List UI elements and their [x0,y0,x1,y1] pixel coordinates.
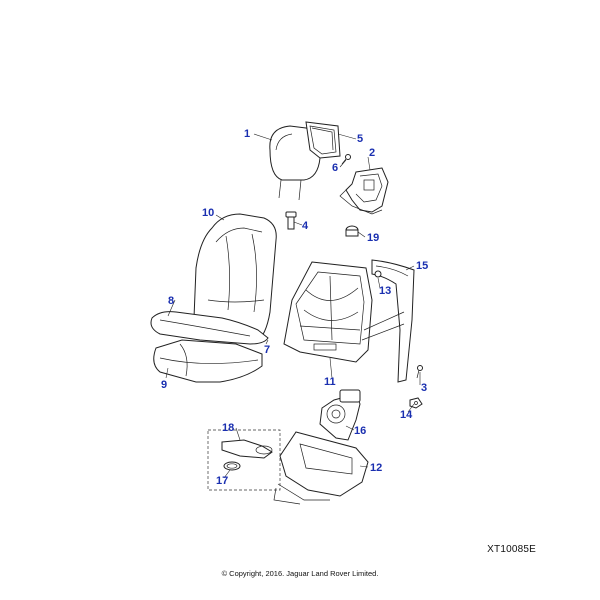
drawing-reference: XT10085E [487,544,536,555]
part-6-screw[interactable] [341,154,351,165]
part-2-mechanism[interactable] [339,167,389,215]
part-10-backrest-cover[interactable] [193,213,277,343]
callout-13: 13 [379,285,391,297]
callout-2: 2 [369,147,375,159]
leader-lines [165,133,421,479]
part-16-actuator[interactable] [319,389,361,441]
callout-16: 16 [354,425,366,437]
callout-14: 14 [400,409,413,421]
callout-7: 7 [264,344,270,356]
callout-12: 12 [370,462,382,474]
callout-10: 10 [202,207,214,219]
callout-5: 5 [357,133,363,145]
callout-labels: 1 2 3 4 5 6 7 8 9 10 11 12 13 14 15 16 1… [161,128,428,487]
callout-19: 19 [367,232,379,244]
callout-18: 18 [222,422,234,434]
part-17-ring[interactable] [223,461,241,471]
copyright-notice: © Copyright, 2016. Jaguar Land Rover Lim… [221,569,379,578]
part-19-knob[interactable] [345,225,359,237]
part-4-guide-pin[interactable] [285,211,297,230]
part-12-seat-base[interactable] [273,431,369,505]
part-3-screw[interactable] [416,365,423,379]
part-13-clip[interactable] [374,270,382,278]
callout-17: 17 [216,475,228,487]
callout-4: 4 [302,220,309,232]
part-5-trim-panel[interactable] [305,121,341,159]
callout-3: 3 [421,382,427,394]
part-9-cushion-pad[interactable] [153,339,263,383]
group-17-18-box [207,429,281,491]
callout-8: 8 [168,295,174,307]
part-18-lever-assembly[interactable] [221,439,273,459]
callout-6: 6 [332,162,338,174]
part-11-backrest-frame[interactable] [283,261,373,363]
callout-11: 11 [324,376,336,388]
callout-1: 1 [244,128,250,140]
callout-15: 15 [416,260,428,272]
callout-9: 9 [161,379,167,391]
